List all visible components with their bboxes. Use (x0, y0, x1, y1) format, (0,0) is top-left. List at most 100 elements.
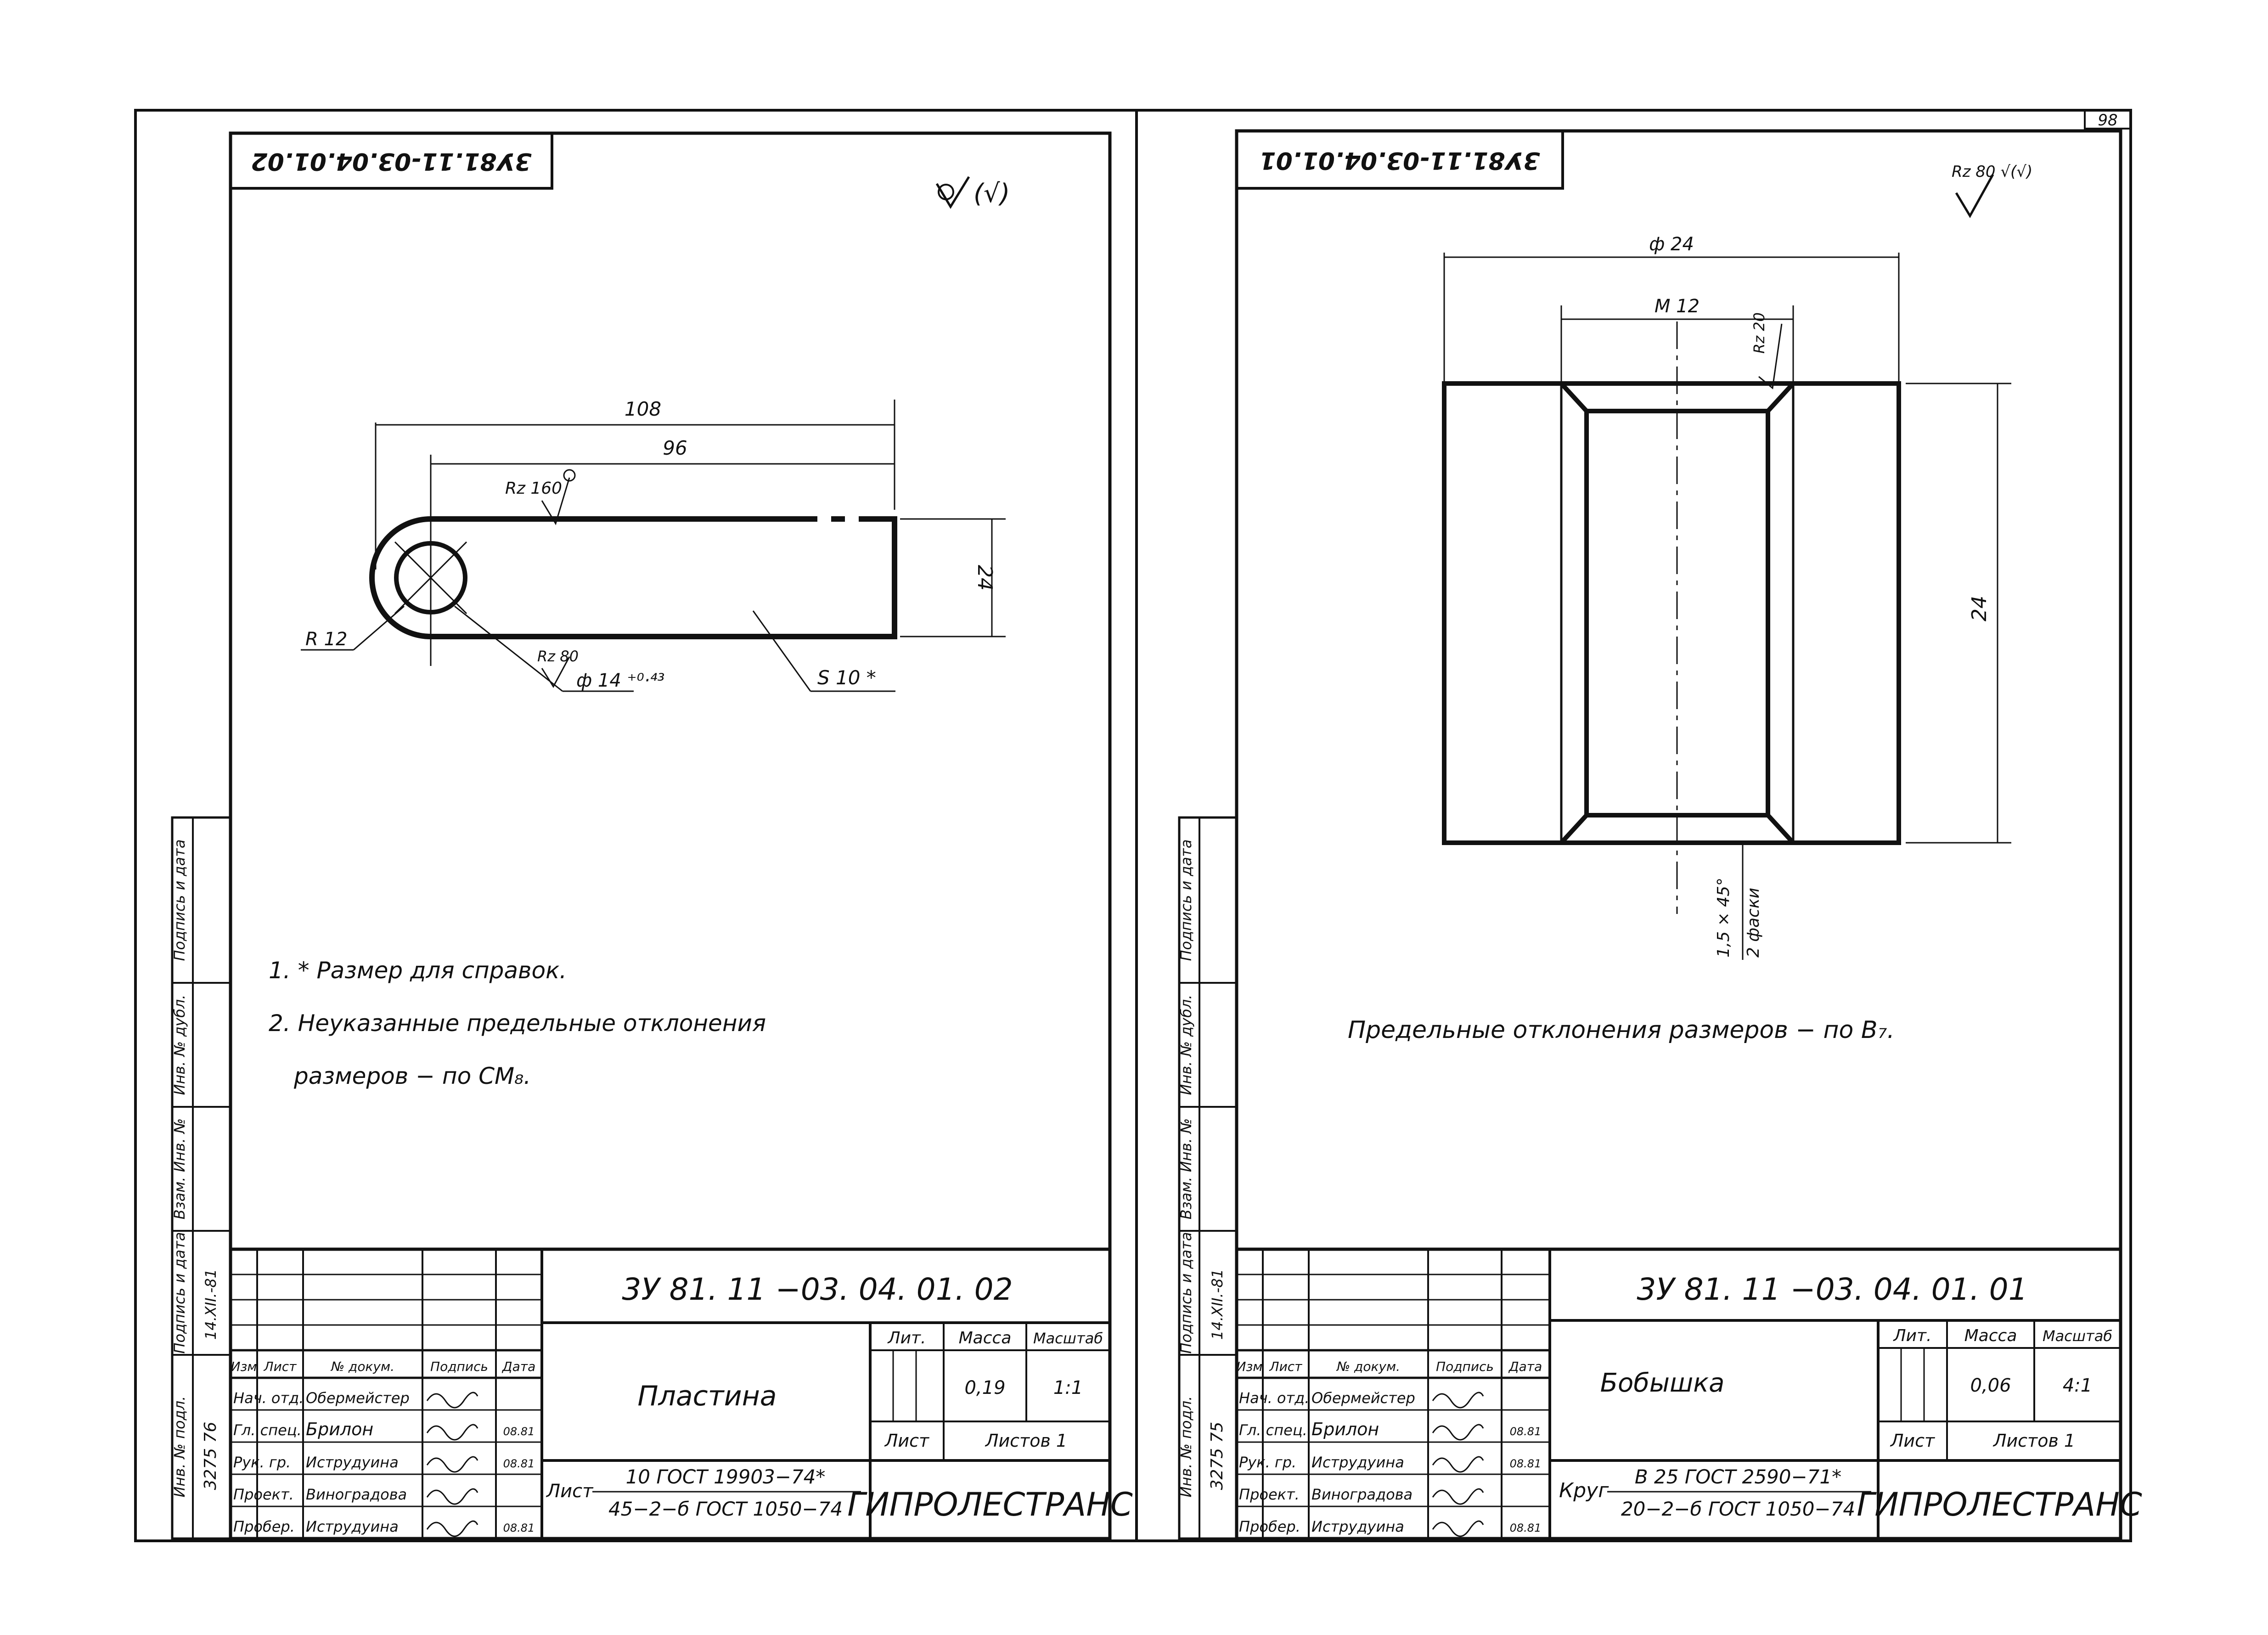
right-sheet: 3У81.11-03.04.01.01 Rz 80 √(√) ф 24 М 12… (1177, 129, 2142, 1540)
svg-text:Подпись и дата: Подпись и дата (1177, 839, 1195, 961)
right-part-name: Бобышка (1600, 1368, 1725, 1398)
svg-text:Брилон: Брилон (306, 1419, 373, 1439)
hdr-sign: Подпись (430, 1359, 488, 1374)
plate-drawing: 108 96 Rz 160 24 R 12 (301, 398, 1006, 692)
svg-text:Гл. спец.: Гл. спец. (233, 1421, 302, 1439)
side-date: 14.XII.-81 (202, 1269, 219, 1340)
svg-text:Нач. отд.: Нач. отд. (1239, 1389, 1309, 1407)
svg-text:14.XII.-81: 14.XII.-81 (1209, 1269, 1226, 1340)
signature (426, 1424, 478, 1441)
svg-text:Изм: Изм (1237, 1359, 1263, 1374)
svg-text:08.81: 08.81 (1510, 1457, 1542, 1470)
dim-chamfer: 1,5 × 45° (1714, 878, 1733, 958)
left-surface-mark: (√) (935, 176, 1010, 209)
left-rotated-code: 3У81.11-03.04.01.02 (251, 147, 531, 175)
side-field-sign: Подпись и дата (171, 1232, 188, 1353)
right-org: ГИПРОЛЕСТРАНС (1857, 1486, 2142, 1523)
signature (1432, 1392, 1484, 1409)
svg-text:Лит.: Лит. (887, 1329, 926, 1347)
svg-text:Пробер.: Пробер. (233, 1518, 295, 1535)
right-doc-code: 3У 81. 11 −03. 04. 01. 01 (1637, 1272, 2027, 1307)
svg-text:Масса: Масса (1964, 1326, 2017, 1345)
svg-text:Подпись и дата: Подпись и дата (1177, 1232, 1195, 1353)
note-3: размеров − по СМ₈. (293, 1063, 531, 1089)
outer-frame: 98 (134, 109, 2132, 1542)
hdr-list: Лист (264, 1359, 297, 1374)
dim-hole-diameter: ф 14 ⁺⁰·⁴³ (576, 670, 664, 691)
right-material-top: В 25 ГОСТ 2590−71* (1635, 1466, 1841, 1488)
left-doc-code: 3У 81. 11 −03. 04. 01. 02 (622, 1272, 1013, 1307)
left-sheet: 3У81.11-03.04.01.02 (√) 108 96 Rz 160 (171, 131, 1133, 1540)
side-field-sign2: Подпись и дата (171, 839, 188, 961)
svg-text:Обермейстер: Обермейстер (306, 1389, 410, 1407)
svg-text:Rz 80 √(√): Rz 80 √(√) (1952, 163, 2032, 181)
svg-text:Масштаб: Масштаб (1033, 1330, 1103, 1347)
signature (1432, 1520, 1484, 1537)
dim-outer-diameter: ф 24 (1649, 234, 1694, 255)
svg-text:(√): (√) (974, 179, 1010, 209)
dim-108: 108 (625, 398, 661, 420)
svg-text:Обермейстер: Обермейстер (1311, 1389, 1415, 1407)
right-mass: 0,06 (1970, 1375, 2011, 1396)
svg-text:08.81: 08.81 (503, 1457, 535, 1470)
svg-text:Дата: Дата (1508, 1359, 1542, 1374)
svg-text:Инв. № дубл.: Инв. № дубл. (1177, 995, 1195, 1095)
svg-text:Гл. спец.: Гл. спец. (1239, 1421, 1307, 1439)
svg-text:08.81: 08.81 (503, 1522, 535, 1534)
svg-text:Иструдуина: Иструдуина (1311, 1454, 1404, 1471)
svg-text:Лист: Лист (1269, 1359, 1303, 1374)
svg-text:Виноградова: Виноградова (306, 1486, 407, 1503)
svg-text:Нач. отд.: Нач. отд. (233, 1389, 304, 1407)
dim-thread: М 12 (1655, 296, 1700, 317)
svg-text:Лит.: Лит. (1893, 1326, 1932, 1345)
svg-text:Рук. гр.: Рук. гр. (1239, 1454, 1296, 1471)
signature (1432, 1424, 1484, 1441)
hdr-doc: № докум. (330, 1359, 394, 1374)
signature (426, 1520, 478, 1537)
left-material-bottom: 45−2−б ГОСТ 1050−74 (608, 1498, 843, 1520)
right-rotated-code: 3У81.11-03.04.01.01 (1259, 147, 1540, 174)
boss-drawing: ф 24 М 12 Rz 20 24 1,5 × 45° 2 (1442, 234, 2011, 960)
svg-text:Иструдуина: Иструдуина (306, 1454, 399, 1471)
svg-text:Листов 1: Листов 1 (985, 1431, 1067, 1451)
signature (426, 1488, 478, 1505)
svg-text:Подпись: Подпись (1436, 1359, 1494, 1374)
svg-text:08.81: 08.81 (1510, 1425, 1542, 1438)
svg-text:3275 75: 3275 75 (1208, 1422, 1227, 1490)
right-material-bottom: 20−2−б ГОСТ 1050−74 (1621, 1498, 1855, 1520)
roughness-hole: Rz 80 (537, 648, 579, 665)
side-inv-number: 3275 76 (201, 1422, 220, 1490)
svg-text:Рук. гр.: Рук. гр. (233, 1454, 291, 1471)
page-number: 98 (2098, 111, 2117, 130)
svg-text:Лист: Лист (1890, 1431, 1936, 1451)
dim-chamfer-count: 2 фаски (1744, 888, 1763, 958)
svg-text:Виноградова: Виноградова (1311, 1486, 1413, 1503)
left-material-top: 10 ГОСТ 19903−74* (626, 1466, 826, 1488)
svg-text:Масса: Масса (959, 1329, 1012, 1347)
dim-96: 96 (663, 437, 687, 459)
right-surface-mark: Rz 80 √(√) (1952, 163, 2032, 218)
svg-text:№ докум.: № докум. (1336, 1359, 1400, 1374)
roughness-chamfer: Rz 20 (1750, 312, 1768, 354)
dim-thickness: S 10 * (817, 666, 876, 689)
left-part-name: Пластина (637, 1380, 777, 1412)
svg-text:Взам. Инв. №: Взам. Инв. № (1177, 1118, 1195, 1219)
right-side-strip: Инв. № подл. Подпись и дата Взам. Инв. №… (1177, 816, 1238, 1540)
side-field-replace: Взам. Инв. № (171, 1118, 188, 1219)
svg-text:08.81: 08.81 (503, 1425, 535, 1438)
svg-text:Масштаб: Масштаб (2043, 1327, 2112, 1345)
side-field-dup: Инв. № дубл. (171, 995, 188, 1095)
hdr-date: Дата (501, 1359, 536, 1374)
right-scale: 4:1 (2063, 1375, 2092, 1396)
note-1: 1. * Размер для справок. (269, 957, 567, 984)
right-title-block: Изм Лист № докум. Подпись Дата Нач. отд.… (1235, 1247, 2142, 1540)
signature (1432, 1488, 1484, 1505)
svg-text:Проект.: Проект. (1239, 1486, 1300, 1503)
left-material-prefix: Лист (546, 1481, 594, 1502)
note-2: 2. Неуказанные предельные отклонения (269, 1010, 766, 1037)
dim-24-right: 24 (1968, 596, 1991, 621)
signature (426, 1456, 478, 1473)
right-material-prefix: Круг (1559, 1479, 1609, 1502)
side-field-inv: Инв. № подл. (171, 1396, 188, 1498)
signature (426, 1392, 478, 1409)
